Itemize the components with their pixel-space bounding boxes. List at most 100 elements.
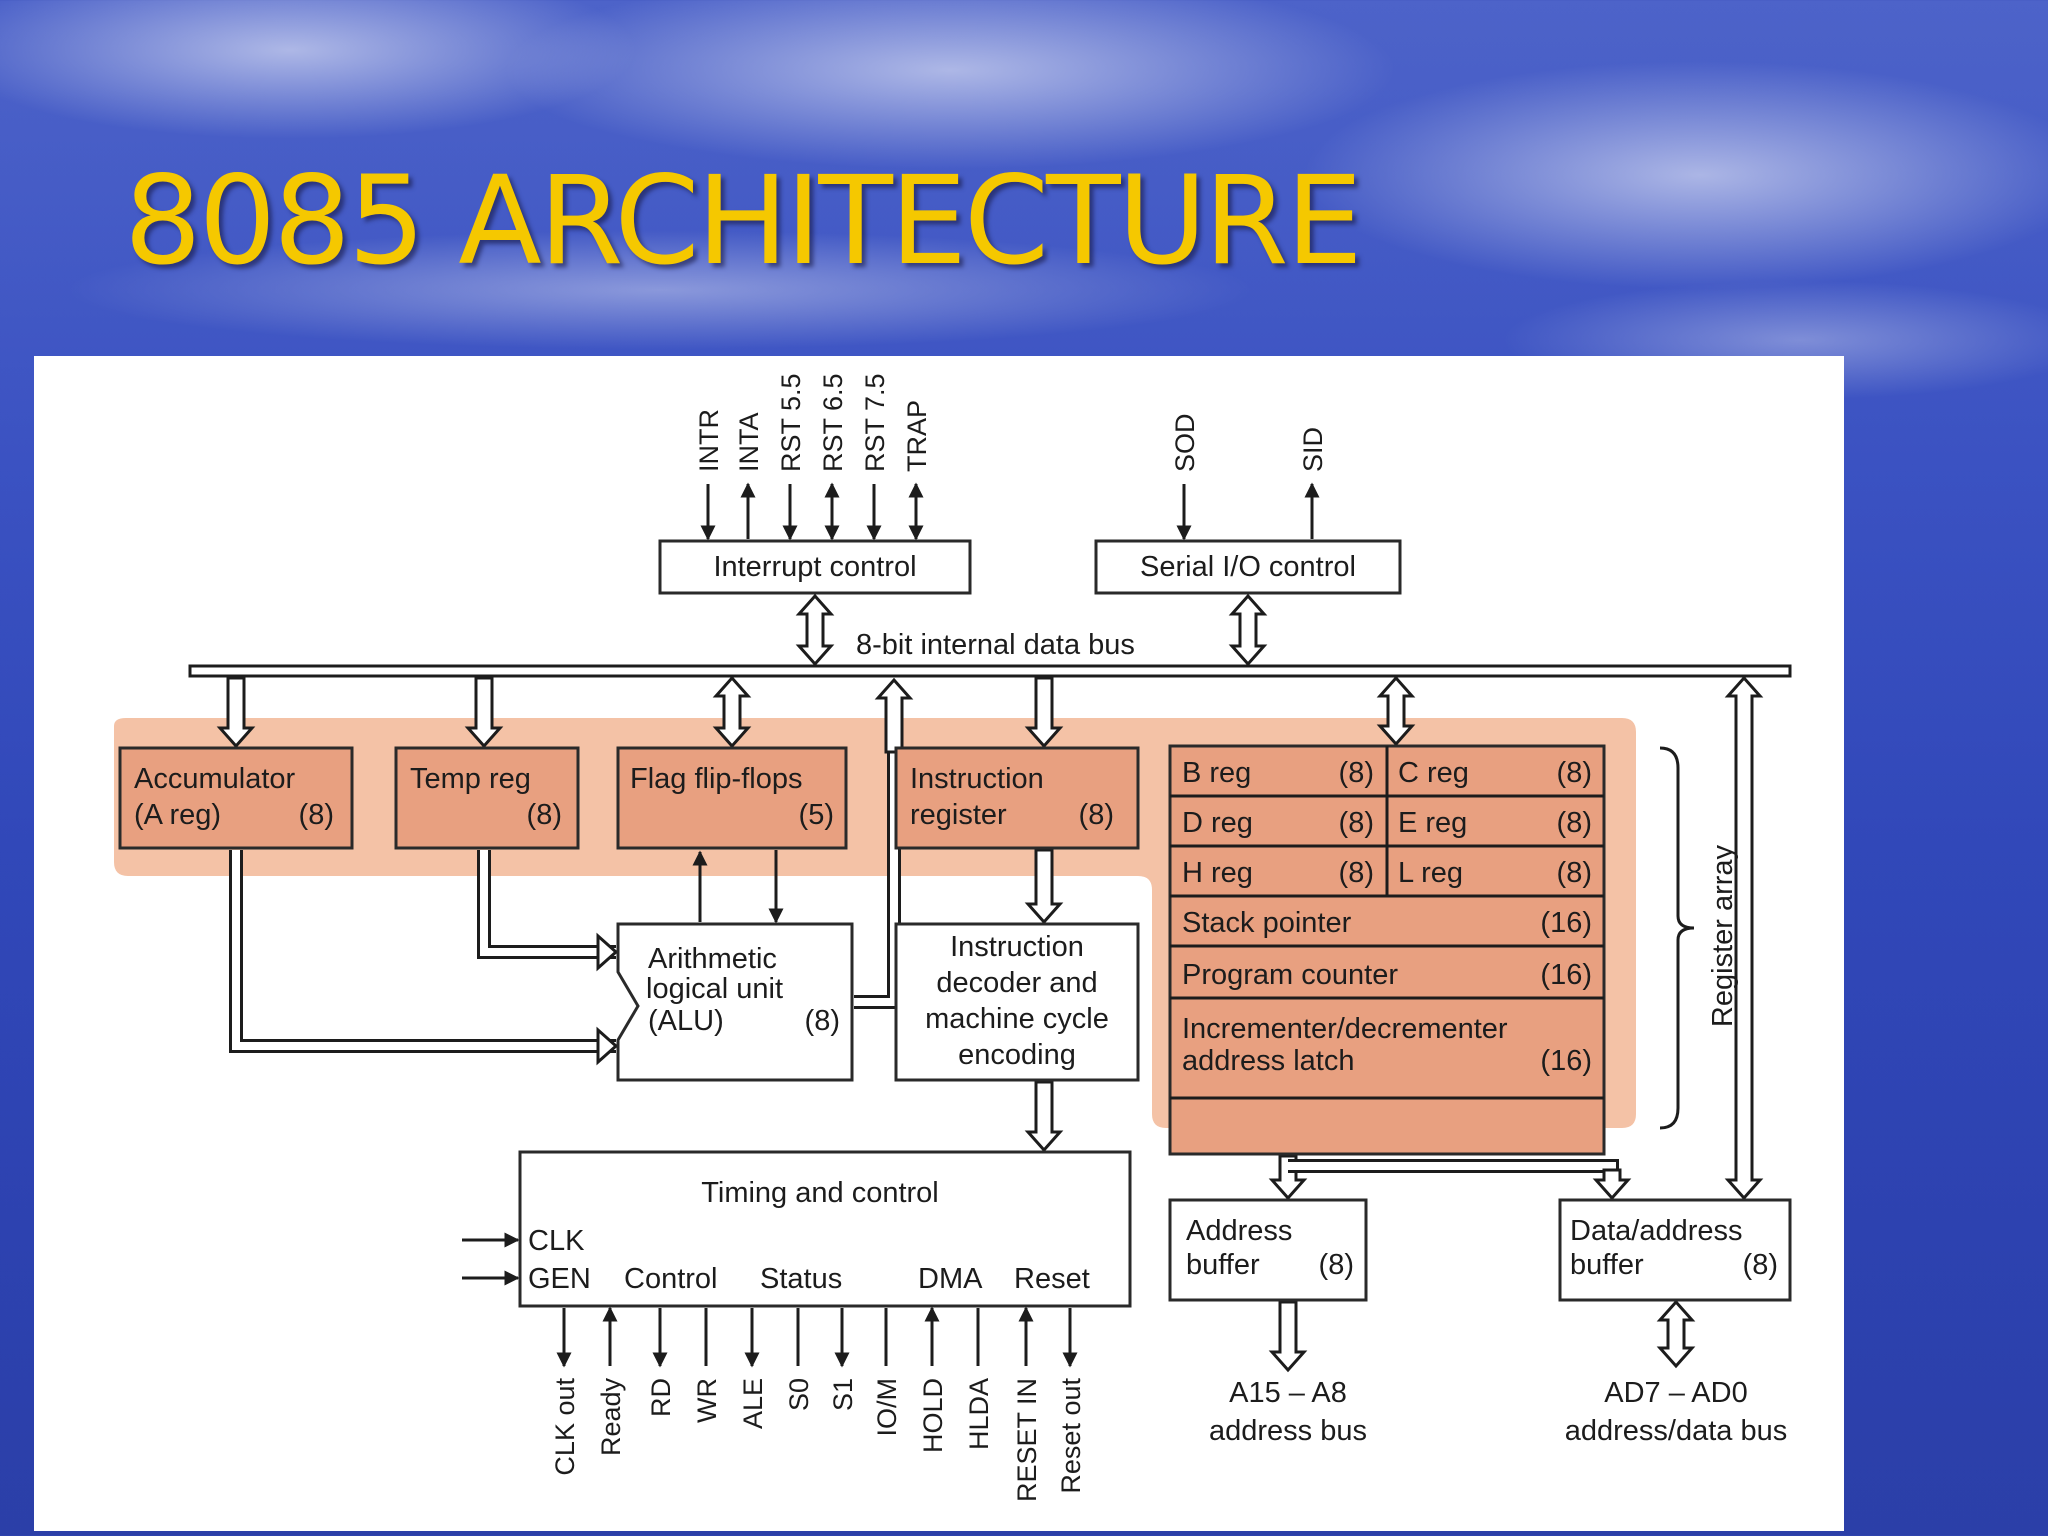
d-reg-size: (8) xyxy=(1339,807,1374,839)
interrupt-pin-label-4: RST 7.5 xyxy=(860,373,890,472)
data-address-buffer-bus-arrow xyxy=(1724,675,1764,1201)
timing-control-title: Timing and control xyxy=(701,1177,938,1209)
timing-pin-label-6: S1 xyxy=(828,1378,858,1411)
data-address-buffer-label: Data/address xyxy=(1570,1215,1743,1247)
inc-dec-label: Incrementer/decrementer xyxy=(1182,1013,1508,1045)
e-reg-label: E reg xyxy=(1398,807,1467,839)
alu-box xyxy=(616,922,854,1082)
temp-reg-bus-arrow xyxy=(464,676,504,749)
bus-label: 8-bit internal data bus xyxy=(856,629,1135,661)
e-reg-size: (8) xyxy=(1557,807,1592,839)
inc-dec-size: (16) xyxy=(1540,1045,1592,1077)
c-reg-size: (8) xyxy=(1557,757,1592,789)
address-bus-label: address bus xyxy=(1209,1415,1367,1447)
alu-label-3: (ALU) xyxy=(648,1005,724,1037)
register-array-label: Register array xyxy=(1707,844,1739,1027)
decoder-label-2: decoder and xyxy=(936,967,1097,999)
instruction-register-sublabel: register xyxy=(910,799,1007,831)
decoder-label-4: encoding xyxy=(958,1039,1076,1071)
clk-label: CLK xyxy=(528,1225,585,1257)
timing-pin-label-7: IO/M xyxy=(872,1378,902,1437)
instruction-register-label: Instruction xyxy=(910,763,1044,795)
regs-data-path xyxy=(1288,1159,1619,1178)
serial-pin-label-0: SOD xyxy=(1170,413,1200,472)
architecture-diagram: INTR INTA RST 5.5 RST 6.5 RST 7.5 TRAP SOD SID… xyxy=(34,356,1844,1531)
interrupt-pin-label-1: INTA xyxy=(734,413,764,473)
temp-alu-path xyxy=(477,850,619,972)
data-address-buffer-sublabel: buffer xyxy=(1570,1249,1644,1281)
accumulator-label: Accumulator xyxy=(134,763,296,795)
data-bus-out-arrow xyxy=(1656,1299,1696,1369)
regs-data-arrow xyxy=(1592,1168,1632,1201)
timing-pin-label-0: CLK out xyxy=(550,1378,580,1476)
alu-output-path xyxy=(854,696,901,1009)
timing-pin-label-3: WR xyxy=(692,1378,722,1423)
alu-label: Arithmetic xyxy=(648,943,777,975)
instruction-register-box xyxy=(894,746,1140,850)
reset-label: Reset xyxy=(1014,1263,1090,1295)
data-bus-label: address/data bus xyxy=(1565,1415,1787,1447)
b-reg-size: (8) xyxy=(1339,757,1374,789)
interrupt-pins: INTR INTA RST 5.5 RST 6.5 RST 7.5 TRAP xyxy=(694,373,932,541)
temp-reg-box xyxy=(394,746,580,850)
flag-bus-arrow xyxy=(712,675,752,749)
interrupt-bus-arrow xyxy=(795,593,835,667)
interrupt-pin-label-5: TRAP xyxy=(902,400,932,472)
interrupt-control-label: Interrupt control xyxy=(713,551,916,583)
l-reg-size: (8) xyxy=(1557,857,1592,889)
decoder-label-1: Instruction xyxy=(950,931,1084,963)
flag-flipflops-size: (5) xyxy=(799,799,834,831)
data-address-buffer-box xyxy=(1558,1198,1792,1302)
address-bus-out-arrow xyxy=(1268,1300,1308,1373)
decoder-timing-arrow xyxy=(1024,1080,1064,1153)
address-latch-label: address latch xyxy=(1182,1045,1355,1077)
interrupt-pin-label-3: RST 6.5 xyxy=(818,373,848,472)
program-counter-size: (16) xyxy=(1540,959,1592,991)
register-array-brace xyxy=(1659,746,1695,1130)
dma-label: DMA xyxy=(918,1263,983,1295)
serial-pin-label-1: SID xyxy=(1298,427,1328,472)
accumulator-size: (8) xyxy=(299,799,334,831)
h-reg-size: (8) xyxy=(1339,857,1374,889)
flag-flipflops-label: Flag flip-flops xyxy=(630,763,802,795)
cloud-decoration xyxy=(500,0,1400,170)
timing-pin-label-4: ALE xyxy=(738,1378,768,1429)
timing-control-box xyxy=(518,1150,1132,1308)
slide-title: 8085 ARCHITECTURE xyxy=(124,150,1363,292)
b-reg-label: B reg xyxy=(1182,757,1251,789)
cloud-decoration xyxy=(1300,60,2048,290)
l-reg-label: L reg xyxy=(1398,857,1463,889)
timing-pin-label-9: HLDA xyxy=(964,1378,994,1450)
interrupt-pin-label-0: INTR xyxy=(694,409,724,472)
instruction-register-size: (8) xyxy=(1079,799,1114,831)
h-reg-label: H reg xyxy=(1182,857,1253,889)
stack-pointer-size: (16) xyxy=(1540,907,1592,939)
timing-pin-label-8: HOLD xyxy=(918,1378,948,1453)
interrupt-pin-label-2: RST 5.5 xyxy=(776,373,806,472)
accumulator-box xyxy=(118,746,354,850)
control-label: Control xyxy=(624,1263,718,1295)
address-buffer-box xyxy=(1168,1198,1368,1302)
address-buffer-sublabel: buffer xyxy=(1186,1249,1260,1281)
alu-label-2: logical unit xyxy=(646,973,783,1005)
internal-data-bus xyxy=(188,664,1792,678)
address-bus-range: A15 – A8 xyxy=(1229,1377,1347,1409)
program-counter-label: Program counter xyxy=(1182,959,1398,991)
ir-bus-arrow xyxy=(1024,676,1064,749)
timing-pin-label-5: S0 xyxy=(784,1378,814,1411)
data-address-buffer-size: (8) xyxy=(1743,1249,1778,1281)
bus-connections xyxy=(216,593,1764,1373)
flag-flipflops-box xyxy=(616,746,848,850)
ir-decoder-arrow xyxy=(1024,848,1064,925)
timing-pin-label-11: Reset out xyxy=(1056,1378,1086,1494)
timing-pin-label-10: RESET IN xyxy=(1012,1378,1042,1502)
data-bus-range: AD7 – AD0 xyxy=(1604,1377,1747,1409)
serial-pins: SOD SID xyxy=(1170,413,1328,541)
c-reg-label: C reg xyxy=(1398,757,1469,789)
register-array: B reg (8) C reg (8) D reg (8) E reg (8) … xyxy=(1168,744,1606,1156)
gen-label: GEN xyxy=(528,1263,591,1295)
status-label: Status xyxy=(760,1263,842,1295)
serial-bus-arrow xyxy=(1228,593,1268,667)
temp-reg-size: (8) xyxy=(527,799,562,831)
